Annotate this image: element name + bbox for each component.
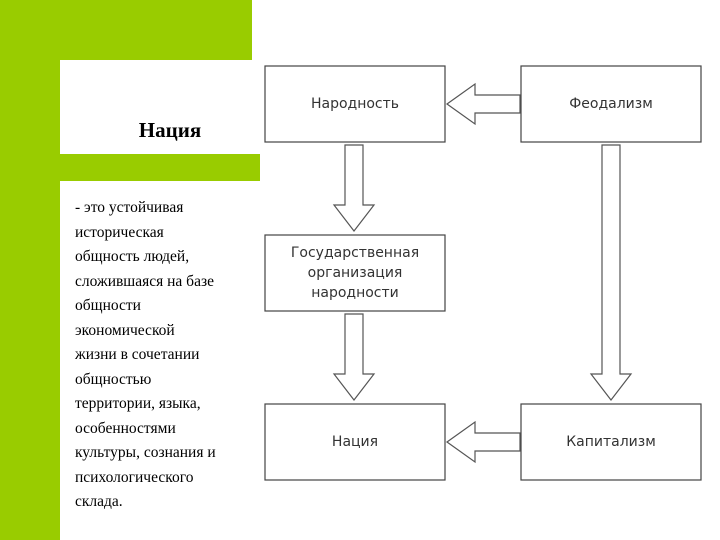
accent-bar-left [0, 0, 60, 540]
slide-title: Нация [138, 118, 202, 142]
node-gos-line-3: народности [311, 285, 399, 301]
definition-text: - это устойчивая историческая общность л… [75, 199, 216, 510]
node-narodnost-label: Народность [311, 96, 399, 112]
node-feodalism: Феодализм [520, 65, 702, 143]
node-narodnost: Народность [264, 65, 446, 143]
node-gos-organizatsiya: Государственная организация народности [264, 234, 446, 312]
accent-divider [15, 154, 260, 181]
node-feodalism-label: Феодализм [569, 96, 653, 112]
node-kapitalizm: Капитализм [520, 403, 702, 481]
arrow-feodalism-to-kapitalizm [589, 144, 633, 401]
node-natsiya-label: Нация [332, 434, 378, 450]
content-panel [60, 60, 260, 540]
node-kapitalizm-label: Капитализм [566, 434, 656, 450]
arrow-narodnost-to-gos [332, 144, 376, 232]
node-gos-line-1: Государственная [291, 245, 419, 261]
node-gos-line-2: организация [308, 265, 403, 281]
arrow-kapitalizm-to-natsiya [445, 420, 521, 464]
arrow-feodalism-to-narodnost [445, 82, 521, 126]
node-natsiya: Нация [264, 403, 446, 481]
arrow-gos-to-natsiya [332, 313, 376, 401]
